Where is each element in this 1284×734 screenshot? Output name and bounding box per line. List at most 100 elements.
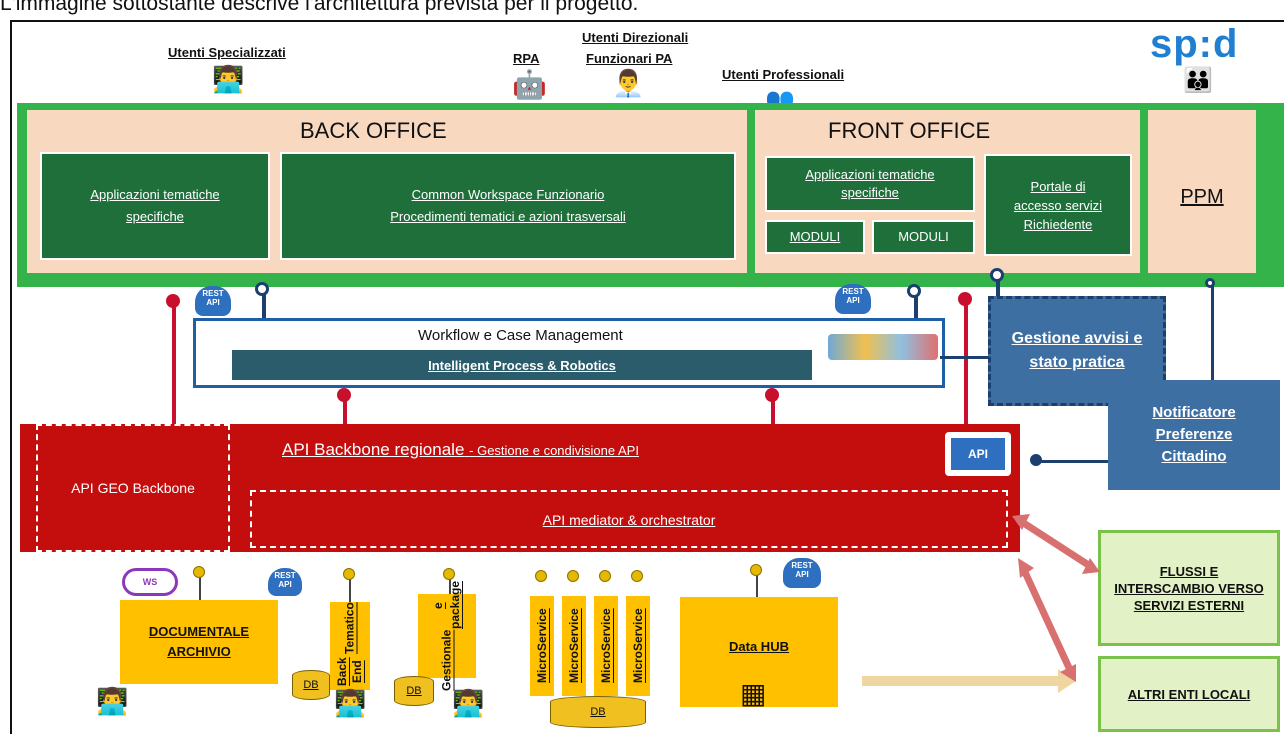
ws-text: WS — [142, 577, 158, 587]
mediator-dashed — [250, 490, 1008, 548]
connector-red — [964, 300, 968, 424]
connector-node — [631, 570, 643, 582]
connector-node — [750, 564, 762, 576]
rest-api-text: REST — [274, 571, 296, 580]
flow-arrow — [862, 676, 1062, 686]
rest-api-text: REST — [202, 289, 224, 298]
connector-node — [443, 568, 455, 580]
spreadsheet-icon: ▦ — [740, 678, 767, 709]
flussi-line2: INTERSCAMBIO VERSO — [1114, 580, 1264, 596]
connector-node — [990, 268, 1004, 282]
intelligent-process-bar[interactable]: Intelligent Process & Robotics — [232, 350, 812, 380]
altri-enti-label: ALTRI ENTI LOCALI — [1127, 686, 1251, 702]
front-office-title: FRONT OFFICE — [828, 118, 991, 143]
connector-node — [166, 294, 180, 308]
connector-node — [337, 388, 351, 402]
flussi-line1: FLUSSI E — [1159, 563, 1219, 579]
api-backbone-title: API Backbone regionale - Gestione e cond… — [282, 440, 639, 460]
connector-node — [765, 388, 779, 402]
connector-navy — [940, 356, 988, 359]
flussi-box[interactable]: FLUSSI E INTERSCAMBIO VERSO SERVIZI ESTE… — [1098, 530, 1280, 646]
documentale-box[interactable]: DOCUMENTALE ARCHIVIO — [120, 600, 278, 684]
microservice-box[interactable]: MicroService — [530, 596, 554, 696]
workflow-title: Workflow e Case Management — [418, 327, 623, 344]
fo-app-line2: specifiche — [841, 185, 899, 200]
connector-navy — [996, 276, 1000, 296]
bidirectional-arrows — [1012, 514, 1100, 682]
datahub-box[interactable]: Data HUB — [680, 597, 838, 707]
connector-node — [255, 282, 269, 296]
microservice-box[interactable]: MicroService — [562, 596, 586, 696]
arrow-line — [1020, 519, 1092, 569]
process-icons — [828, 334, 938, 360]
citizens-icon: 👪 — [1183, 67, 1213, 94]
connector-line — [449, 578, 451, 596]
moduli-box-2[interactable]: MODULI — [872, 220, 975, 254]
connector-node — [1205, 278, 1215, 288]
connector-node — [193, 566, 205, 578]
api-badge: API — [945, 432, 1011, 476]
notificatore-line2: Preferenze — [1155, 426, 1233, 443]
avvisi-line1: Gestione avvisi e — [1011, 330, 1143, 347]
portale-line1: Portale di — [1030, 178, 1086, 194]
gestionale-line2: e package — [431, 581, 462, 630]
flussi-line3: SERVIZI ESTERNI — [1133, 597, 1245, 613]
backbone-title-text: API Backbone regionale — [282, 440, 465, 459]
connector-red — [771, 392, 775, 424]
label-funzionari-pa: Funzionari PA — [586, 51, 673, 66]
intro-text: L'immagine sottostante descrive l'archit… — [0, 0, 639, 15]
fo-applicazioni-box[interactable]: Applicazioni tematiche specifiche — [765, 156, 975, 212]
ws-cloud-icon: WS — [122, 568, 178, 596]
portale-line3: Richiedente — [1023, 216, 1093, 232]
back-office-title: BACK OFFICE — [300, 118, 447, 143]
rest-api-text: API — [206, 298, 220, 307]
microservice-label: MicroService — [535, 608, 549, 684]
connector-node — [958, 292, 972, 306]
connector-line — [199, 574, 201, 602]
label-utenti-direzionali: Utenti Direzionali — [582, 30, 689, 45]
connector-red — [172, 300, 176, 424]
portale-line2: accesso servizi — [1013, 197, 1103, 213]
rest-api-text: REST — [791, 561, 813, 570]
microservice-box[interactable]: MicroService — [626, 596, 650, 696]
db-label: DB — [590, 706, 606, 718]
moduli-box-1[interactable]: MODULI — [765, 220, 865, 254]
connector-node — [567, 570, 579, 582]
fo-app-line1: Applicazioni tematiche — [805, 167, 935, 182]
label-rpa: RPA — [513, 51, 540, 66]
notificatore-box[interactable]: Notificatore Preferenze Cittadino — [1108, 380, 1280, 490]
connector-line — [349, 578, 351, 604]
bo-app-line1: Applicazioni tematiche — [90, 187, 220, 202]
portale-box[interactable]: Portale di accesso servizi Richiedente — [984, 154, 1132, 256]
arrow-head-icon — [1060, 664, 1076, 682]
backbone-subtitle: - Gestione e condivisione API — [469, 443, 639, 458]
altri-enti-box[interactable]: ALTRI ENTI LOCALI — [1098, 656, 1280, 732]
arrow-line — [1020, 568, 1074, 672]
diagram-frame — [10, 20, 1284, 734]
db-cylinder: DB — [292, 670, 330, 700]
datahub-label: Data HUB — [729, 639, 789, 654]
mediator-label[interactable]: API mediator & orchestrator — [542, 512, 716, 528]
common-workspace-box[interactable]: Common Workspace Funzionario Procediment… — [280, 152, 736, 260]
desk-user-icon: 👨‍💻 — [334, 688, 367, 718]
spid-logo: sp:d — [1150, 22, 1239, 66]
arrow-head-icon — [1082, 558, 1100, 574]
microservice-label: MicroService — [631, 608, 645, 684]
api-geo-label: API GEO Backbone — [71, 480, 195, 496]
db-cylinder: DB — [394, 676, 434, 706]
bo-applicazioni-box[interactable]: Applicazioni tematiche specifiche — [40, 152, 270, 260]
rest-api-text: REST — [842, 287, 864, 296]
workspace-line2: Procedimenti tematici e azioni trasversa… — [390, 209, 626, 224]
microservice-box[interactable]: MicroService — [594, 596, 618, 696]
label-utenti-professionali: Utenti Professionali — [722, 67, 845, 82]
api-backbone-bar — [20, 424, 1020, 552]
moduli-label-1: MODULI — [789, 229, 841, 244]
workspace-line1: Common Workspace Funzionario — [411, 187, 605, 202]
backend-line1: Back End — [335, 657, 364, 687]
rest-api-text: API — [795, 570, 809, 579]
connector-navy — [914, 294, 918, 320]
